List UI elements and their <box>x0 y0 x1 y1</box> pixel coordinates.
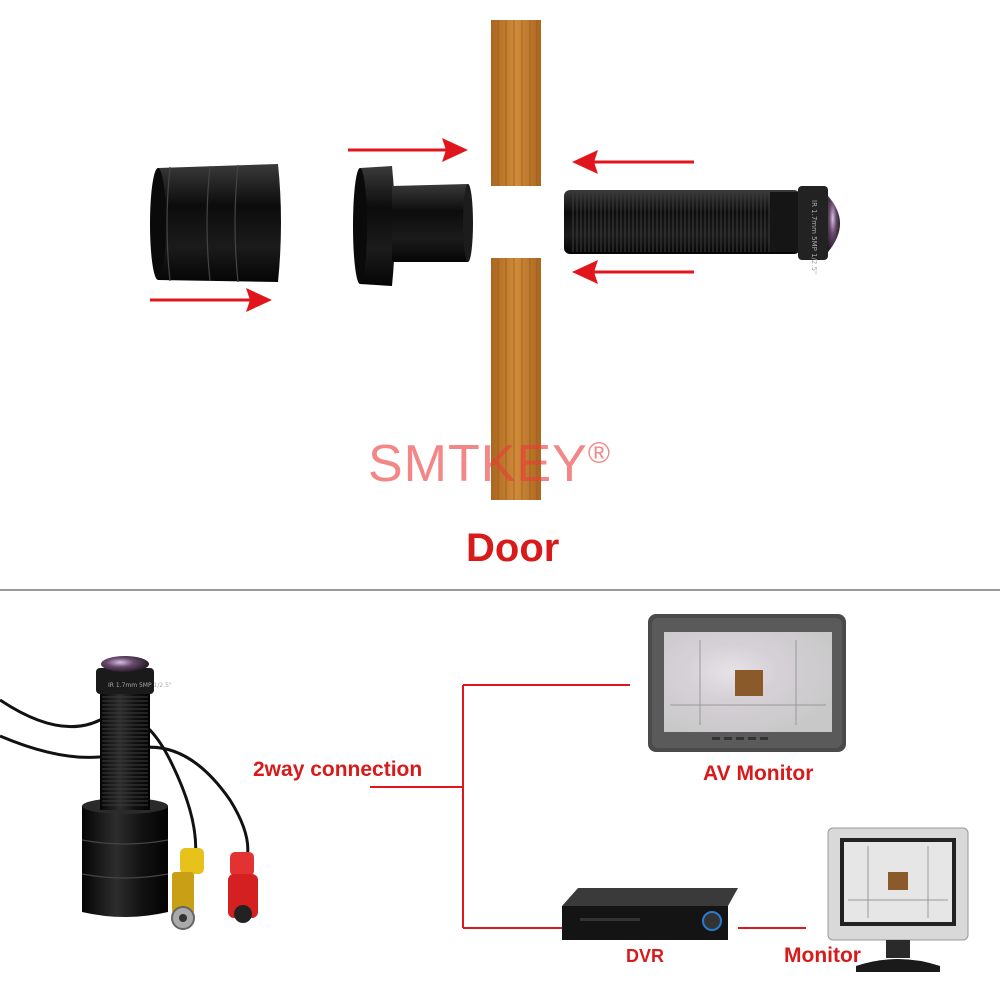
door-label: Door <box>466 526 560 570</box>
svg-text:IR 1.7mm 5MP 1/2.5": IR 1.7mm 5MP 1/2.5" <box>810 200 818 274</box>
arrows-top <box>150 138 694 312</box>
outer-sleeve <box>150 164 281 283</box>
door-panel <box>491 20 541 500</box>
connection-lines <box>370 684 806 929</box>
brand-watermark: SMTKEY® <box>368 435 611 493</box>
connection-label: 2way connection <box>253 758 423 781</box>
dvr-box <box>562 888 738 940</box>
camera-assembly: IR 1.7mm 5MP 1/2.5" <box>0 656 258 930</box>
flanged-bushing <box>353 166 473 286</box>
svg-text:IR 1.7mm 5MP 1/2.5": IR 1.7mm 5MP 1/2.5" <box>108 682 172 689</box>
section-divider <box>0 589 1000 591</box>
av-monitor-label: AV Monitor <box>703 762 814 785</box>
av-monitor <box>648 614 846 752</box>
camera-barrel: IR 1.7mm 5MP 1/2.5" <box>564 186 840 274</box>
desktop-monitor <box>827 827 969 972</box>
monitor-label: Monitor <box>784 944 861 967</box>
dvr-label: DVR <box>626 946 665 966</box>
